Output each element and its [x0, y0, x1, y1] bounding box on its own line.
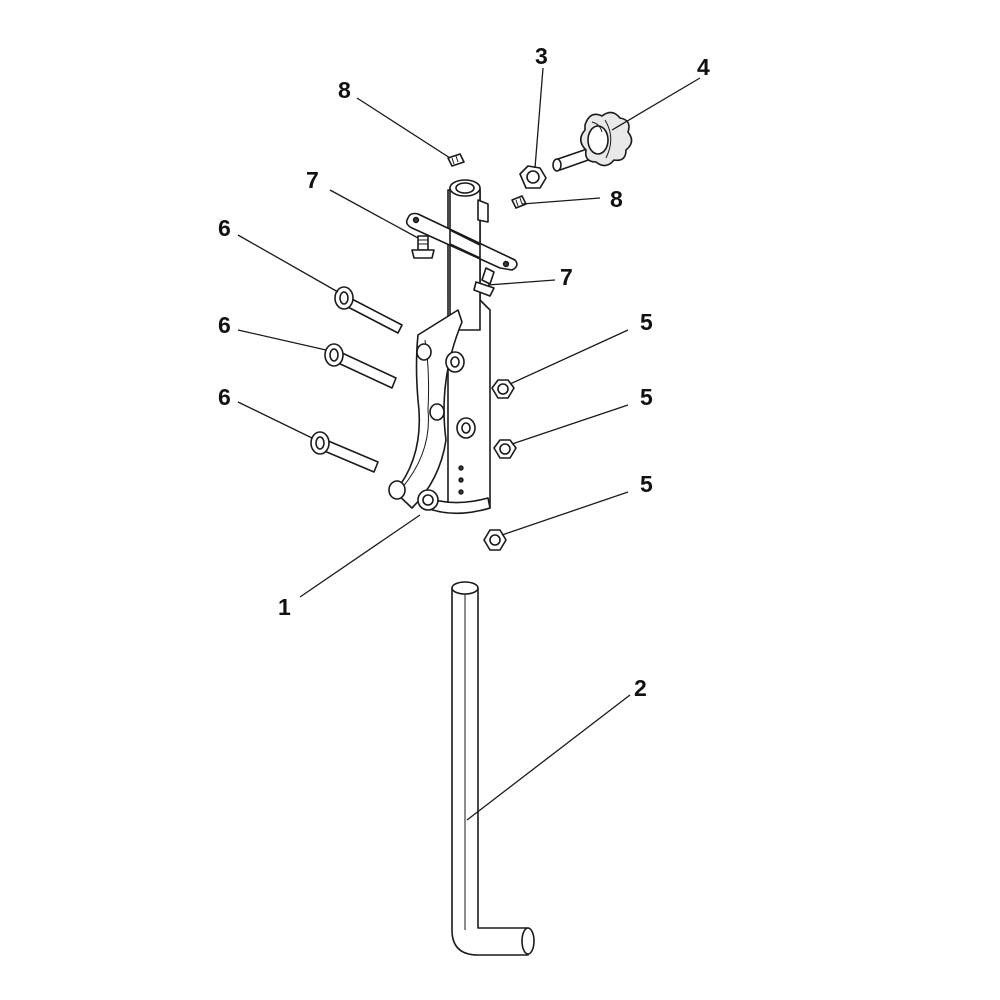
leader-2: [466, 694, 631, 821]
part-8-clip-top: [447, 153, 465, 167]
leader-8b: [521, 197, 601, 205]
leader-6c: [237, 401, 313, 439]
part-6-bolt-2: [324, 343, 397, 389]
part-3-nut: [519, 165, 547, 189]
mounting-plate: [405, 212, 518, 271]
leader-7a: [329, 189, 419, 239]
leader-1: [299, 514, 421, 598]
callout-6c: 6: [218, 384, 231, 410]
callout-6a: 6: [218, 215, 231, 241]
part-5-nut-2: [493, 439, 517, 459]
callout-1: 1: [278, 594, 291, 620]
leader-5a: [509, 329, 629, 385]
leader-6a: [237, 234, 339, 293]
part-7-bolt-right: [473, 267, 495, 297]
part-7-bolt-left: [411, 235, 435, 259]
leader-6b: [237, 329, 327, 351]
leader-4: [611, 77, 701, 131]
callout-5b: 5: [640, 384, 653, 410]
callout-6b: 6: [218, 312, 231, 338]
part-6-bolt-3: [310, 431, 379, 473]
leader-5b: [511, 404, 629, 445]
leader-3: [534, 67, 544, 169]
leader-7b: [487, 279, 556, 286]
part-4-knob: [552, 111, 633, 172]
part-5-nut-1: [491, 379, 515, 399]
part-8-clip-right: [511, 195, 527, 209]
callout-8a: 8: [338, 77, 351, 103]
leader-lines: [237, 67, 701, 821]
callout-labels: 1 2 3 4 5 5 5 6 6 6 7 7 8 8: [218, 43, 710, 701]
callout-5c: 5: [640, 471, 653, 497]
leader-8a: [356, 97, 451, 159]
callout-2: 2: [634, 675, 647, 701]
part-1-bracket: [388, 179, 491, 515]
callout-4: 4: [697, 54, 710, 80]
callout-5a: 5: [640, 309, 653, 335]
callout-7b: 7: [560, 264, 573, 290]
part-6-bolt-1: [334, 286, 403, 334]
part-5-nut-3: [483, 529, 507, 551]
callout-7a: 7: [306, 167, 319, 193]
callout-3: 3: [535, 43, 548, 69]
leader-5c: [501, 491, 629, 536]
part-2-rod: [451, 581, 535, 956]
callout-8b: 8: [610, 186, 623, 212]
